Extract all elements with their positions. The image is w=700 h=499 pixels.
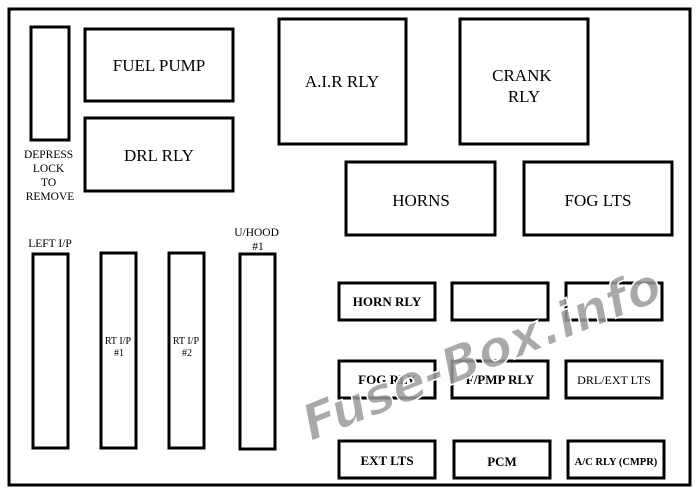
rt-ip-2-label: RT I/P #2	[173, 336, 201, 359]
fog-lts-fuse	[522, 160, 674, 237]
rt-ip-1-label: RT I/P #1	[105, 336, 133, 359]
rt-ip-2-fuse	[167, 251, 206, 450]
fog-rly-label: FOG RLY	[358, 372, 416, 387]
pcm-label: PCM	[487, 454, 517, 469]
horns-label: HORNS	[392, 191, 450, 210]
drl-rly-label: DRL RLY	[124, 146, 194, 165]
left-ip-label: LEFT I/P	[28, 238, 72, 250]
horn-rly-label: HORN RLY	[353, 294, 422, 309]
ext-lts-label: EXT LTS	[360, 453, 413, 468]
spare-slot-2	[564, 281, 664, 322]
crank-rly-label: CRANK RLY	[492, 66, 556, 106]
left-ip-fuse	[31, 252, 70, 450]
ac-cmpr-relay	[566, 439, 666, 480]
spare-slot-1	[450, 281, 550, 322]
fog-lts-label: FOG LTS	[565, 191, 632, 210]
fpmp-relay	[450, 359, 550, 400]
pcm-relay	[452, 439, 552, 480]
horn-relay	[337, 281, 437, 322]
uhood-label: U/HOOD #1	[234, 227, 282, 253]
uhood-1-fuse	[238, 252, 277, 451]
lock-tab-slot	[29, 25, 71, 142]
air-relay	[277, 17, 408, 146]
drl-ext-lts-relay	[564, 359, 664, 400]
fuel-pump-relay	[83, 27, 235, 103]
fuel-pump-label: FUEL PUMP	[113, 56, 205, 75]
drl-relay	[83, 116, 235, 193]
ac-rly-label: A/C RLY (CMPR)	[575, 457, 658, 468]
crank-relay	[458, 17, 590, 146]
fog-relay	[337, 359, 437, 400]
drl-ext-lts-label: DRL/EXT LTS	[577, 373, 651, 387]
air-rly-label: A.I.R RLY	[305, 72, 379, 91]
rt-ip-1-fuse	[99, 251, 138, 450]
fpmp-rly-label: F/PMP RLY	[466, 372, 535, 387]
depress-lock-label: DEPRESS LOCK TO REMOVE	[24, 149, 76, 203]
horns-fuse	[344, 160, 497, 237]
ext-lts-relay	[337, 439, 437, 480]
